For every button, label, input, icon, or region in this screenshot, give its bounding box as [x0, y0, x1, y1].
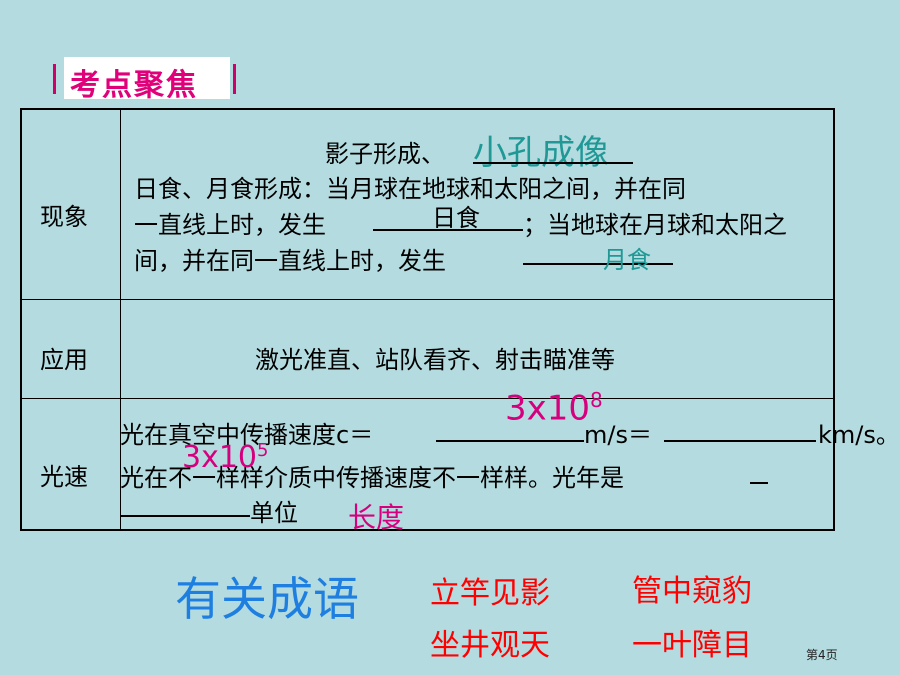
page-number: 第4页	[806, 648, 838, 662]
heading-bar-left	[53, 64, 56, 94]
blank-speed-ms	[436, 440, 584, 442]
answer-light-year-unit: 长度	[348, 501, 405, 534]
blank-speed-kms	[664, 440, 816, 442]
knowledge-table	[20, 108, 835, 531]
table-row-divider	[20, 299, 835, 300]
eclipse-text-line2b: ；当地球在月球和太阳之	[523, 211, 787, 239]
eclipse-text-line3: 间，并在同一直线上时，发生	[134, 247, 446, 275]
light-speed-text-line2: 光在不一样样介质中传播速度不一样样。光年是	[120, 464, 624, 492]
light-speed-text-line1b: m/s＝	[584, 421, 652, 449]
table-row-divider	[20, 398, 835, 399]
eclipse-text-line2a: 一直线上时，发生	[134, 211, 326, 239]
section-heading: 考点聚焦	[70, 68, 198, 103]
table-column-divider	[120, 108, 121, 531]
row-label-application: 应用	[40, 346, 88, 374]
idioms-title: 有关成语	[175, 572, 359, 626]
row-label-light-speed: 光速	[40, 463, 88, 491]
idiom-item: 立竿见影	[430, 576, 550, 611]
blank-light-year	[120, 515, 250, 517]
blank-solar-eclipse	[373, 229, 523, 231]
shadow-formation-text: 影子形成、	[325, 140, 445, 168]
idiom-item: 管中窥豹	[632, 574, 752, 609]
light-speed-text-line1a: 光在真空中传播速度c＝	[120, 421, 374, 449]
application-text: 激光准直、站队看齐、射击瞄准等	[255, 346, 615, 374]
eclipse-text-line1: 日食、月食形成：当月球在地球和太阳之间，并在同	[134, 175, 686, 203]
row-label-phenomenon: 现象	[40, 203, 88, 231]
heading-bar-right	[233, 64, 236, 94]
light-speed-text-line3: 单位	[250, 499, 298, 527]
answer-underline	[473, 162, 633, 164]
idiom-item: 坐井观天	[430, 628, 550, 663]
blank-light-year-start	[750, 482, 768, 484]
light-speed-text-line1c: km/s。	[818, 421, 900, 449]
blank-lunar-eclipse	[523, 263, 673, 265]
heading-box	[64, 57, 230, 99]
answer-speed-kms: 3x105	[182, 440, 269, 475]
answer-solar-eclipse: 日食	[432, 204, 480, 232]
answer-pinhole-imaging: 小孔成像	[473, 133, 609, 173]
answer-speed-ms: 3x108	[505, 388, 603, 429]
idiom-item: 一叶障目	[632, 628, 752, 663]
answer-lunar-eclipse: 月食	[603, 246, 651, 274]
